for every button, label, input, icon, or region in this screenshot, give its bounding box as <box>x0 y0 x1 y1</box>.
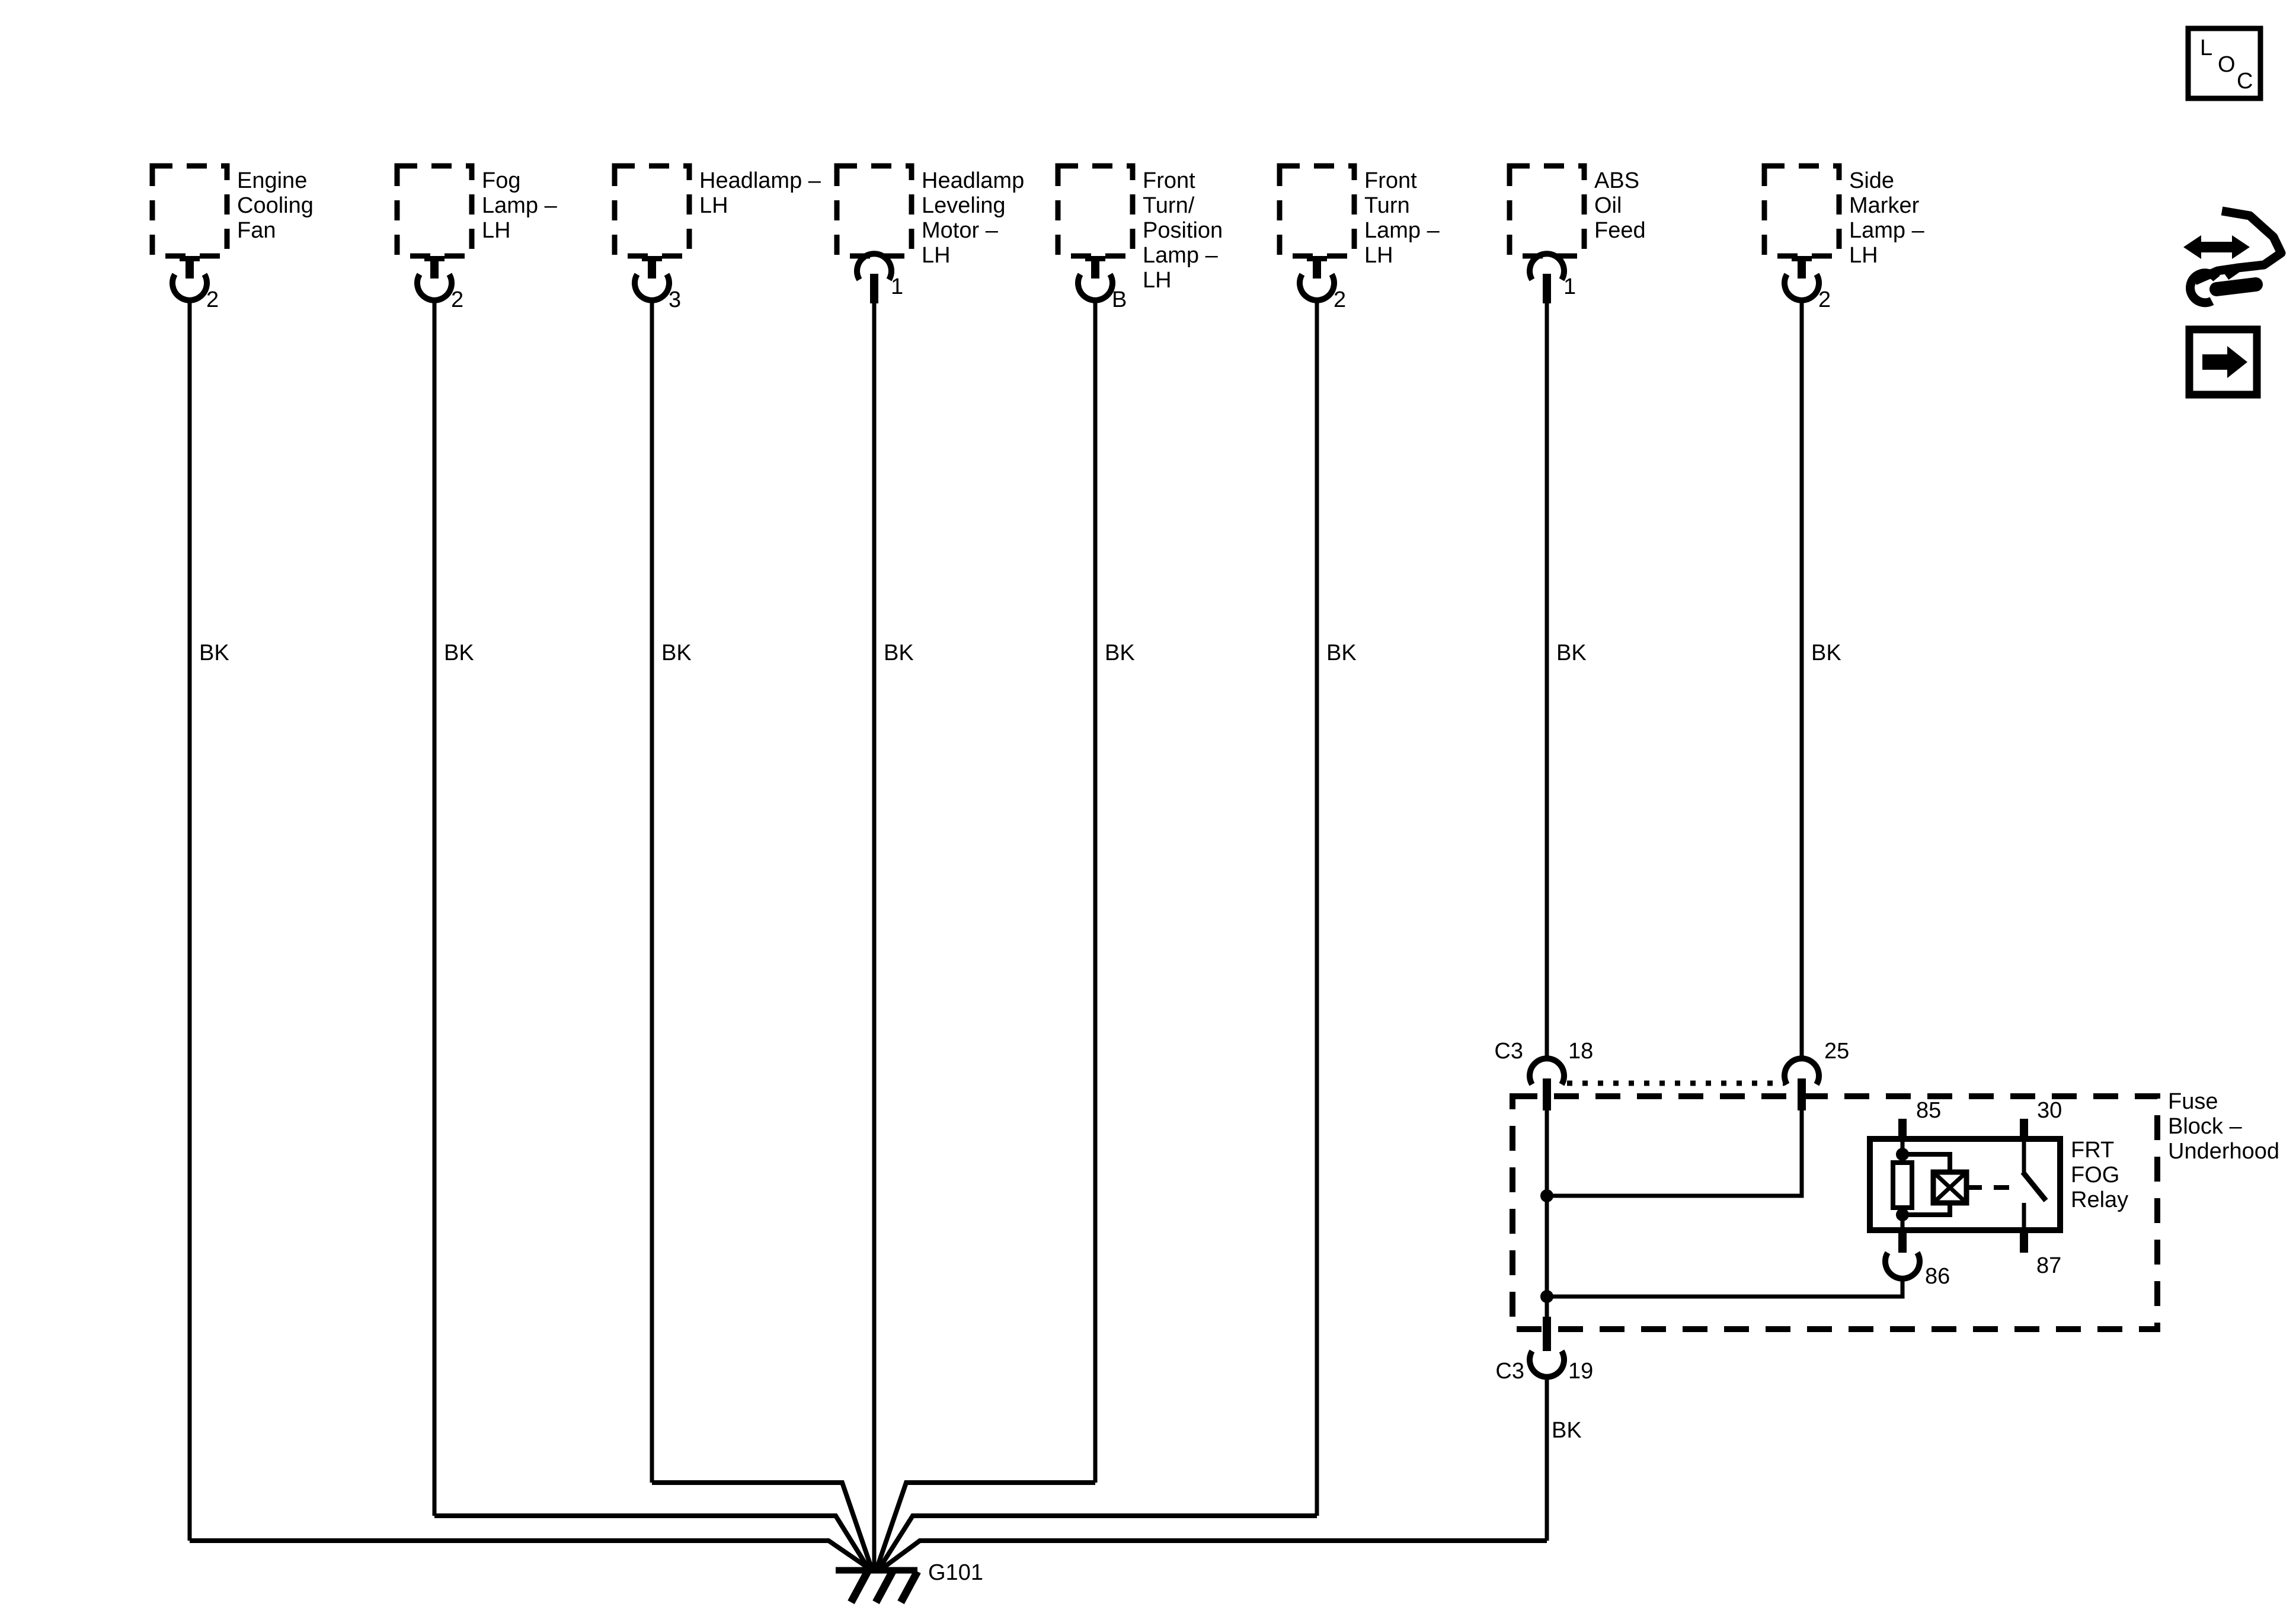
exit-pin-19: 19 <box>1568 1359 1594 1384</box>
wire-color-front-turn-position: BK <box>1105 641 1135 665</box>
repair-navigation-icon[interactable] <box>2183 206 2286 308</box>
fuse-block-exit-connector <box>1527 1317 1567 1541</box>
relay-pin-87-stub <box>2020 1230 2028 1253</box>
pin-side-marker-lamp: 2 <box>1818 287 1831 312</box>
pin-headlamp-leveling: 1 <box>891 274 904 299</box>
abs-oil-feed-box <box>1507 163 1587 259</box>
side-marker-lamp-box <box>1761 163 1842 259</box>
relay-pin-85-stub <box>1898 1119 1907 1140</box>
double-arrow-left-head <box>2183 235 2201 259</box>
engine-cooling-fan-label: Engine Cooling Fan <box>237 168 314 243</box>
relay-pin-86-label: 86 <box>1925 1264 1950 1289</box>
entry-pin-18: 18 <box>1568 1039 1594 1064</box>
frt-fog-relay-label: FRT FOG Relay <box>2071 1138 2129 1212</box>
wire-color-abs-oil-feed: BK <box>1556 641 1587 665</box>
fuse-block-interior-wiring <box>1544 1109 1905 1317</box>
ground-label: G101 <box>928 1560 983 1585</box>
loc-badge-box[interactable] <box>2185 25 2263 101</box>
pin-front-turn-position: B <box>1112 287 1127 312</box>
headlamp-box <box>612 163 692 259</box>
wire-color-engine-cooling-fan: BK <box>199 641 229 665</box>
ground-wires-vertical <box>187 299 1804 1569</box>
exit-connector-name: C3 <box>1495 1359 1524 1384</box>
loc-letter-l: L <box>2200 36 2213 60</box>
forward-arrow-icon[interactable] <box>2185 325 2261 399</box>
box-connectors-dome <box>854 251 1567 303</box>
loc-letter-o: O <box>2218 52 2236 77</box>
abs-oil-feed-label: ABS Oil Feed <box>1594 168 1646 243</box>
component-boxes <box>149 163 1842 259</box>
fog-lamp-box <box>394 163 475 259</box>
relay-pin-87-label: 87 <box>2036 1253 2062 1278</box>
relay-pin-30-label: 30 <box>2037 1098 2062 1123</box>
ground-symbol <box>836 1567 921 1605</box>
front-turn-position-label: Front Turn/ Position Lamp – LH <box>1143 168 1223 293</box>
ground-bus-runs <box>190 1480 1547 1571</box>
relay-switch-blade <box>2020 1170 2048 1202</box>
fuse-block-label: Fuse Block – Underhood <box>2168 1089 2280 1164</box>
exit-wire-color: BK <box>1552 1418 1582 1443</box>
wrench-head <box>2186 268 2220 308</box>
wire-color-side-marker-lamp: BK <box>1811 641 1841 665</box>
pin-engine-cooling-fan: 2 <box>206 287 219 312</box>
fuse-block-outline <box>1510 1093 2160 1332</box>
relay-pin-85-label: 85 <box>1916 1098 1942 1123</box>
relay-outline <box>1867 1136 2063 1233</box>
loc-letter-c: C <box>2237 69 2253 94</box>
front-turn-position-box <box>1055 163 1136 259</box>
entry-pin-25: 25 <box>1824 1039 1850 1064</box>
engine-cooling-fan-box <box>149 163 230 259</box>
wire-color-headlamp-leveling: BK <box>884 641 914 665</box>
pin-abs-oil-feed: 1 <box>1563 274 1576 299</box>
fog-lamp-label: Fog Lamp – LH <box>482 168 557 243</box>
headlamp-label: Headlamp – LH <box>699 168 821 218</box>
frt-fog-relay <box>1867 1119 2063 1297</box>
wire-color-headlamp: BK <box>661 641 692 665</box>
relay-pin-30-stub <box>2020 1119 2028 1140</box>
pin-fog-lamp: 2 <box>451 287 464 312</box>
side-marker-lamp-label: Side Marker Lamp – LH <box>1849 168 1924 268</box>
entry-connector-name: C3 <box>1494 1039 1523 1064</box>
headlamp-leveling-label: Headlamp Leveling Motor – LH <box>922 168 1025 268</box>
pin-front-turn-lamp: 2 <box>1334 287 1347 312</box>
wire-color-fog-lamp: BK <box>444 641 474 665</box>
relay-pin-86-stub <box>1898 1230 1907 1253</box>
relay-resistor <box>1891 1160 1914 1210</box>
junction-dots <box>1540 1148 1909 1303</box>
front-turn-lamp-box <box>1277 163 1357 259</box>
pin-headlamp: 3 <box>669 287 682 312</box>
front-turn-lamp-label: Front Turn Lamp – LH <box>1364 168 1440 268</box>
wire-color-front-turn-lamp: BK <box>1326 641 1357 665</box>
double-arrow-right-head <box>2232 235 2250 259</box>
fuse-block-entry-connector <box>1527 1055 1822 1110</box>
wrench-handle <box>2209 277 2263 296</box>
headlamp-leveling-box <box>834 163 914 259</box>
